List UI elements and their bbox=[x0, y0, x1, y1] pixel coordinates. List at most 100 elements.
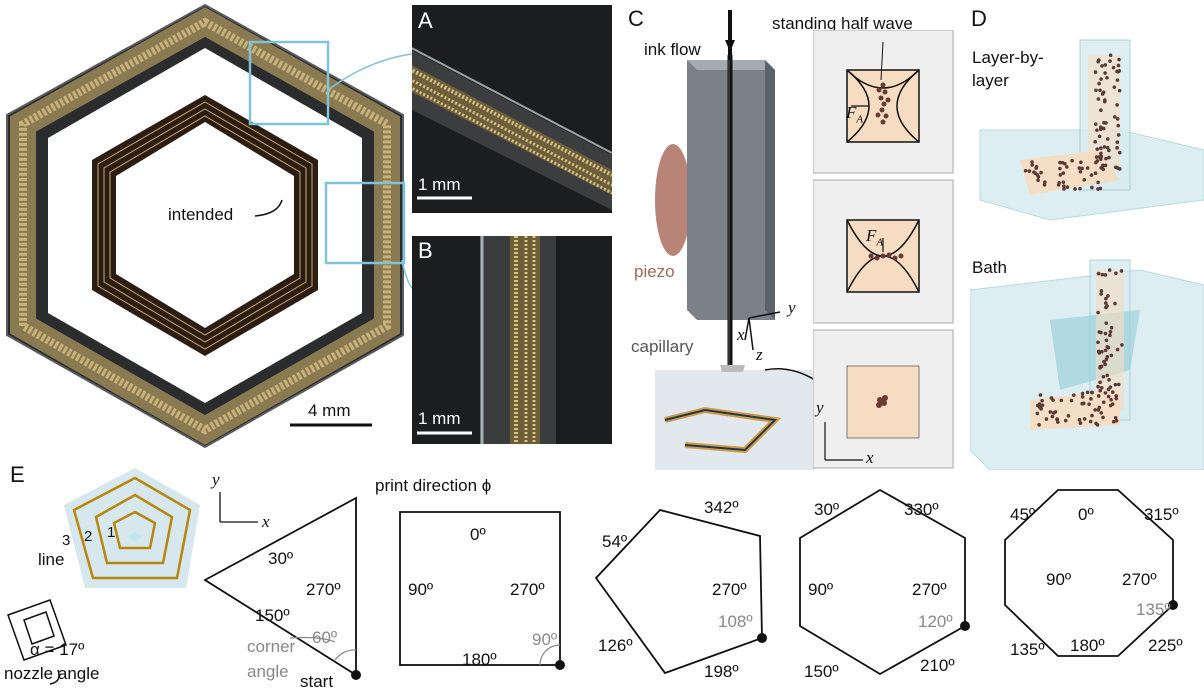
particle bbox=[1099, 292, 1104, 296]
pent-angle-270: 270º bbox=[712, 580, 747, 599]
particle bbox=[1080, 166, 1084, 171]
panel-label-b: B bbox=[418, 238, 433, 263]
particle bbox=[1038, 393, 1043, 397]
pent-angle-54: 54º bbox=[602, 532, 628, 551]
oct-angle-45: 45º bbox=[1010, 505, 1036, 524]
particle bbox=[1099, 151, 1103, 156]
oct-angle-180: 180º bbox=[1070, 636, 1105, 655]
particle bbox=[1116, 382, 1121, 387]
particle bbox=[1099, 330, 1103, 335]
particle bbox=[1113, 382, 1118, 387]
particle bbox=[1095, 423, 1100, 427]
particle bbox=[1090, 185, 1094, 190]
particle bbox=[1103, 273, 1108, 277]
particle bbox=[1106, 387, 1111, 392]
particle bbox=[1036, 178, 1040, 183]
zoom-connectors bbox=[328, 53, 413, 289]
particle bbox=[1112, 85, 1117, 89]
particle bbox=[1079, 160, 1083, 165]
box-axis-y: y bbox=[816, 398, 824, 417]
highlight-box-b bbox=[324, 181, 406, 265]
particle bbox=[1116, 63, 1121, 68]
particle bbox=[1099, 411, 1104, 415]
particle bbox=[1058, 160, 1062, 165]
particle bbox=[1115, 78, 1120, 82]
c-axis-y: y bbox=[788, 298, 796, 317]
pent-angle-342: 342º bbox=[704, 498, 739, 517]
particle bbox=[1104, 156, 1108, 161]
particle bbox=[1105, 373, 1110, 378]
line-number-3: 3 bbox=[62, 532, 71, 549]
particle bbox=[1058, 173, 1063, 177]
particle bbox=[1093, 122, 1098, 126]
particle bbox=[1082, 178, 1087, 182]
particle bbox=[1099, 146, 1103, 150]
particle bbox=[1120, 343, 1124, 347]
photo-a-scale-label: 1 mm bbox=[418, 175, 461, 194]
particle bbox=[1108, 59, 1112, 63]
c-axis-z: z bbox=[756, 345, 763, 364]
particle bbox=[1108, 329, 1113, 334]
particle bbox=[1096, 271, 1101, 276]
particle bbox=[1102, 99, 1107, 104]
sq-angle-0: 0º bbox=[470, 525, 486, 544]
particle bbox=[1096, 59, 1100, 64]
main-hexagon-photo: intended 4 mm bbox=[0, 0, 410, 450]
particle bbox=[1108, 53, 1113, 57]
particle bbox=[1061, 171, 1066, 175]
intended-hexagon-inner bbox=[116, 122, 294, 328]
particle bbox=[1108, 403, 1113, 408]
particle bbox=[1099, 385, 1104, 390]
particle bbox=[1093, 408, 1097, 412]
particle bbox=[1089, 173, 1094, 177]
particle bbox=[1107, 268, 1112, 272]
pent-angle-126: 126º bbox=[598, 636, 633, 655]
particle bbox=[1096, 340, 1100, 345]
intended-pointer bbox=[254, 199, 283, 217]
particle bbox=[1105, 76, 1109, 80]
particle bbox=[1095, 159, 1100, 163]
hex-angle-270: 270º bbox=[912, 580, 947, 599]
particle bbox=[1117, 167, 1122, 171]
particle bbox=[1114, 394, 1119, 398]
particle bbox=[1099, 77, 1103, 81]
particle bbox=[1069, 398, 1074, 403]
particle bbox=[1066, 414, 1071, 418]
particle bbox=[1117, 68, 1122, 73]
particle bbox=[1115, 103, 1119, 107]
particle bbox=[1097, 134, 1102, 139]
particle bbox=[1044, 417, 1049, 421]
particle bbox=[1030, 160, 1034, 164]
particle bbox=[1094, 155, 1099, 159]
tri-corner-angle: 60º bbox=[312, 628, 338, 647]
particle bbox=[1055, 417, 1059, 422]
particle bbox=[1103, 348, 1108, 353]
printed-hexagon-band-inner bbox=[19, 17, 391, 435]
particle bbox=[1035, 173, 1040, 177]
box-axis-x: x bbox=[866, 448, 874, 467]
particle bbox=[1098, 125, 1103, 129]
oct-angle-225: 225º bbox=[1148, 636, 1183, 655]
particle bbox=[1114, 419, 1119, 423]
particle bbox=[1093, 70, 1098, 74]
particle bbox=[1107, 378, 1111, 382]
intended-label: intended bbox=[168, 205, 234, 224]
particle bbox=[1103, 71, 1107, 75]
particle bbox=[1080, 391, 1085, 396]
capillary-label: capillary bbox=[631, 337, 694, 356]
particle bbox=[1117, 57, 1121, 62]
particle bbox=[1087, 402, 1091, 406]
particle bbox=[1102, 359, 1106, 364]
particle bbox=[1089, 397, 1093, 401]
particle bbox=[1065, 165, 1069, 169]
particle bbox=[1093, 171, 1098, 176]
particle bbox=[1085, 390, 1090, 395]
particle bbox=[1099, 288, 1104, 293]
particle bbox=[1063, 418, 1068, 423]
particle bbox=[1090, 413, 1094, 418]
oct-angle-315: 315º bbox=[1144, 505, 1179, 524]
particle bbox=[1098, 380, 1102, 385]
particle bbox=[1117, 88, 1122, 93]
particle bbox=[1107, 148, 1111, 153]
particle bbox=[1095, 147, 1100, 151]
